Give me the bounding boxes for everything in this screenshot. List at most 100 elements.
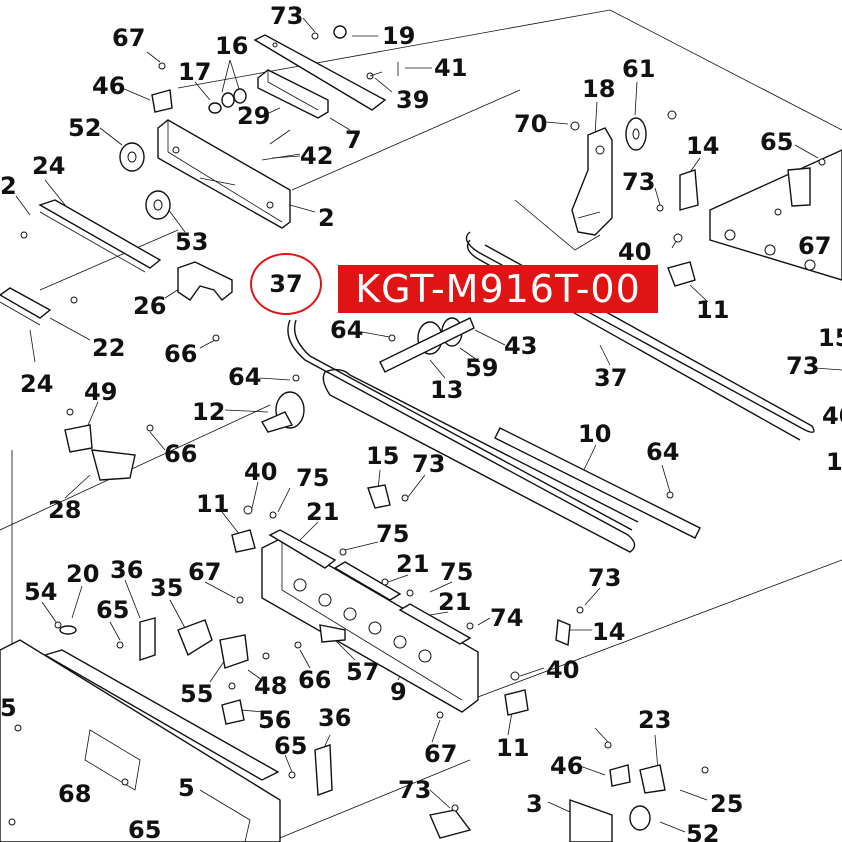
callout-36: 36 <box>110 556 143 584</box>
belt-bar <box>494 427 701 539</box>
top-plate <box>253 34 387 111</box>
callout-9: 9 <box>390 678 407 706</box>
callout-15: 15 <box>818 324 842 352</box>
part-code-banner: KGT-M916T-00 <box>338 265 658 313</box>
callout-75-c: 75 <box>440 558 473 586</box>
callout-73-b: 73 <box>622 168 655 196</box>
callout-73-e: 73 <box>588 564 621 592</box>
callout-66: 66 <box>164 340 197 368</box>
callout-64: 64 <box>228 363 261 391</box>
callout-36-b: 36 <box>318 704 351 732</box>
callout-3: 3 <box>526 790 543 818</box>
callout-52: 52 <box>68 114 101 142</box>
callout-73: 73 <box>270 2 303 30</box>
callout-2: 2 <box>318 204 335 232</box>
callout-42: 42 <box>300 142 333 170</box>
callout-24-lower: 24 <box>20 370 53 398</box>
callout-35: 35 <box>150 574 183 602</box>
callout-64-c: 64 <box>646 438 679 466</box>
timing-belt <box>287 231 815 553</box>
callout-59: 59 <box>465 354 498 382</box>
screws <box>8 32 826 826</box>
callout-20: 20 <box>66 560 99 588</box>
callout-5: 5 <box>178 774 195 802</box>
callout-57: 57 <box>346 658 379 686</box>
callout-21-b: 21 <box>396 550 429 578</box>
leader-lines <box>7 17 842 839</box>
callout-48: 48 <box>254 672 287 700</box>
base-plate <box>0 639 281 842</box>
callout-67-c: 67 <box>188 558 221 586</box>
clamp-bracket <box>177 261 233 301</box>
callout-14-b: 14 <box>592 618 625 646</box>
callout-43: 43 <box>504 332 537 360</box>
callout-73-d: 73 <box>412 450 445 478</box>
callout-39: 39 <box>396 86 429 114</box>
callout-40-b: 40 <box>822 402 842 430</box>
vertical-bracket <box>571 127 613 236</box>
callout-67-b: 67 <box>798 232 831 260</box>
callout-56: 56 <box>258 706 291 734</box>
callout-13: 13 <box>430 376 463 404</box>
callout-46-b: 46 <box>550 752 583 780</box>
perforated-frame-right <box>709 149 842 281</box>
strips <box>268 529 472 645</box>
callout-18: 18 <box>582 75 615 103</box>
callout-24: 24 <box>32 152 65 180</box>
callout-29: 29 <box>237 102 270 130</box>
callout-23: 23 <box>638 706 671 734</box>
callout-26: 26 <box>133 292 166 320</box>
callout-67-d: 67 <box>424 740 457 768</box>
callout-40: 40 <box>618 238 651 266</box>
part-code-text: KGT-M916T-00 <box>355 267 641 311</box>
callout-40-d: 40 <box>546 656 579 684</box>
callout-41: 41 <box>434 54 467 82</box>
callout-65-b: 65 <box>96 596 129 624</box>
callout-66-c: 66 <box>298 666 331 694</box>
callout-21: 21 <box>306 498 339 526</box>
small-blocks <box>59 89 811 842</box>
pulleys <box>119 25 651 831</box>
callout-7: 7 <box>345 126 362 154</box>
callout-53: 53 <box>175 228 208 256</box>
callout-1: 1 <box>826 448 842 476</box>
callout-66-b: 66 <box>164 440 197 468</box>
callout-64-b: 64 <box>330 316 363 344</box>
side-plate <box>157 119 291 229</box>
callout-16: 16 <box>215 32 248 60</box>
callout-70: 70 <box>514 110 547 138</box>
callout-2-left: 2 <box>0 172 17 200</box>
callout-40-c: 40 <box>244 458 277 486</box>
callout-67: 67 <box>112 24 145 52</box>
callout-17: 17 <box>178 58 211 86</box>
highlight-part-number: 37 <box>269 270 303 298</box>
callout-22: 22 <box>92 334 125 362</box>
callout-15-b: 15 <box>366 442 399 470</box>
callout-65-d: 65 <box>128 816 161 842</box>
callout-54: 54 <box>24 578 57 606</box>
callout-74: 74 <box>490 604 523 632</box>
callout-25: 25 <box>710 790 743 818</box>
callout-73-f: 73 <box>398 776 431 804</box>
callout-52-b: 52 <box>686 820 719 842</box>
highlight-circle: 37 <box>250 253 322 315</box>
callout-10: 10 <box>578 420 611 448</box>
callout-14: 14 <box>686 132 719 160</box>
callout-68: 68 <box>58 780 91 808</box>
callout-11: 11 <box>696 296 729 324</box>
callout-65: 65 <box>760 128 793 156</box>
callout-61: 61 <box>622 55 655 83</box>
guide-rail <box>0 199 162 326</box>
callout-65-c: 65 <box>274 732 307 760</box>
callout-75-b: 75 <box>376 520 409 548</box>
callout-49: 49 <box>84 378 117 406</box>
callout-46: 46 <box>92 72 125 100</box>
callout-19: 19 <box>382 22 415 50</box>
callout-37: 37 <box>594 364 627 392</box>
callout-11-b: 11 <box>196 490 229 518</box>
callout-73-c: 73 <box>786 352 819 380</box>
callout-55: 55 <box>180 680 213 708</box>
callout-21-c: 21 <box>438 588 471 616</box>
